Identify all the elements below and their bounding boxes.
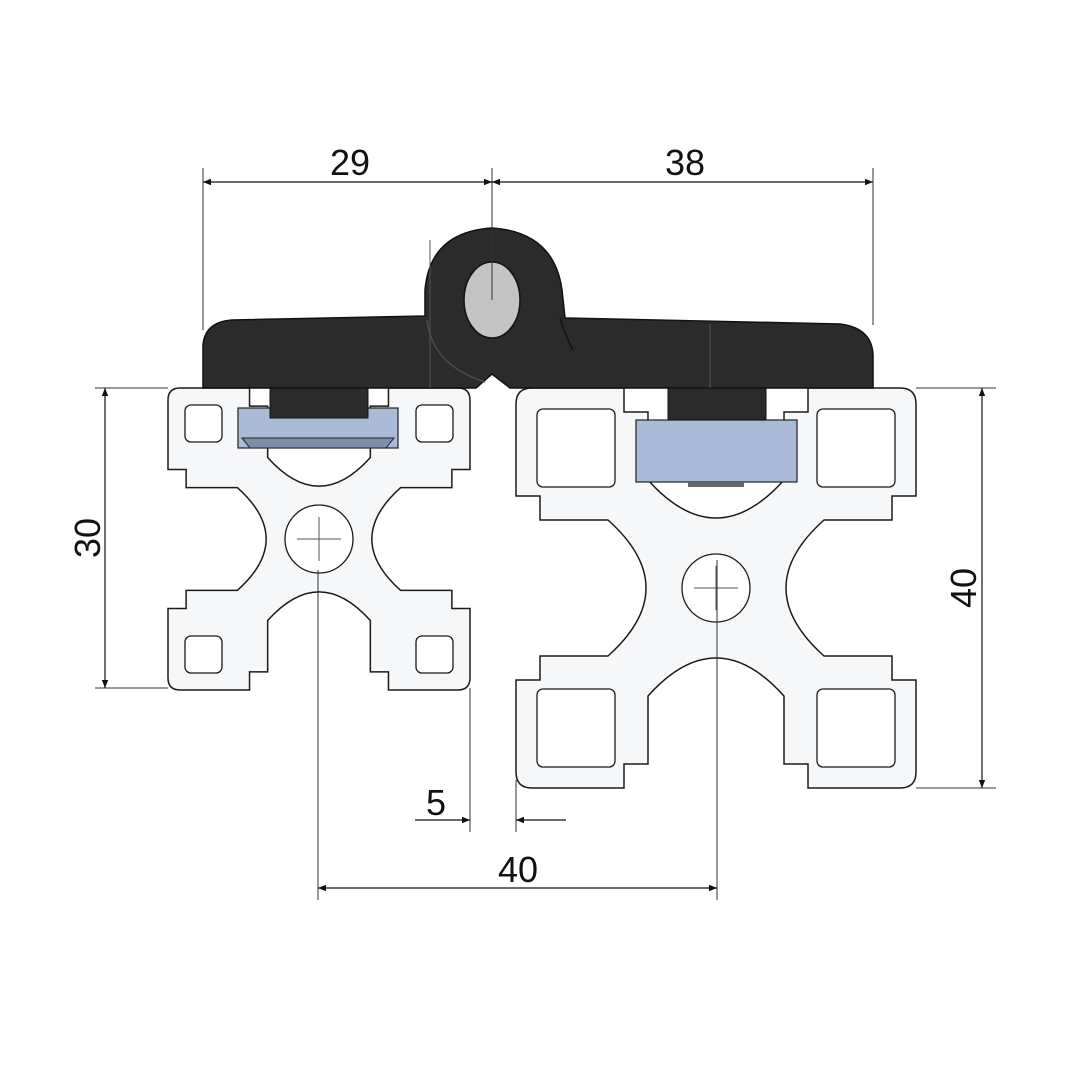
dimension-40-horizontal: 40: [318, 849, 717, 892]
corner-cavity: [415, 404, 454, 443]
aluminium-profiles: [167, 387, 917, 789]
corner-cavity: [184, 635, 223, 674]
dimension-40-vertical: 40: [943, 388, 986, 788]
t-nut-right: [635, 387, 798, 487]
dimension-label-5: 5: [426, 782, 446, 823]
corner-cavity: [816, 408, 896, 488]
corner-cavity: [415, 635, 454, 674]
dimension-label-40-vertical: 40: [943, 568, 984, 608]
corner-cavity: [184, 404, 223, 443]
dimension-38: 38: [492, 142, 873, 186]
hinge-body: [202, 227, 874, 389]
dimension-label-29: 29: [330, 142, 370, 183]
corner-cavity: [536, 408, 616, 488]
dimension-30: 30: [67, 388, 109, 688]
extension-lines: [95, 168, 996, 900]
profile-40x40: [515, 387, 917, 789]
corner-cavity: [816, 688, 896, 768]
t-nut-left: [237, 387, 399, 449]
profile-30x30: [167, 387, 471, 691]
corner-cavity: [536, 688, 616, 768]
dimension-label-38: 38: [665, 142, 705, 183]
dimension-29: 29: [203, 142, 492, 186]
dimension-5: 5: [415, 782, 566, 824]
dimension-label-40-horizontal: 40: [498, 849, 538, 890]
dimension-label-30: 30: [67, 518, 108, 558]
